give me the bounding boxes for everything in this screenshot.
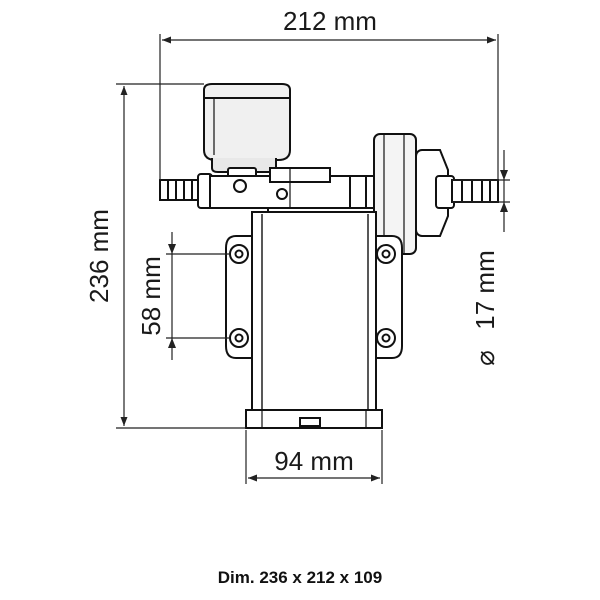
pump-head xyxy=(373,133,455,255)
outlet-hose-barb xyxy=(451,179,499,203)
dim-58-label: 58 mm xyxy=(136,256,166,335)
pump-body-outline xyxy=(159,83,499,429)
mounting-bracket xyxy=(225,235,403,359)
dim-236-label: 236 mm xyxy=(84,209,114,303)
dim-17-label-group: ⌀ 17 mm xyxy=(470,250,500,366)
inlet-hose-barb xyxy=(159,173,213,209)
dimension-lines xyxy=(116,34,510,484)
dim-212-label: 212 mm xyxy=(283,6,377,36)
dimensions-caption: Dim. 236 x 212 x 109 xyxy=(217,568,383,587)
manifold xyxy=(209,167,379,214)
diameter-symbol-icon: ⌀ xyxy=(470,350,500,366)
motor-body xyxy=(245,211,383,429)
filter-cup xyxy=(203,83,291,179)
dim-17-label: 17 mm xyxy=(470,250,500,329)
dim-94-label: 94 mm xyxy=(274,446,353,476)
